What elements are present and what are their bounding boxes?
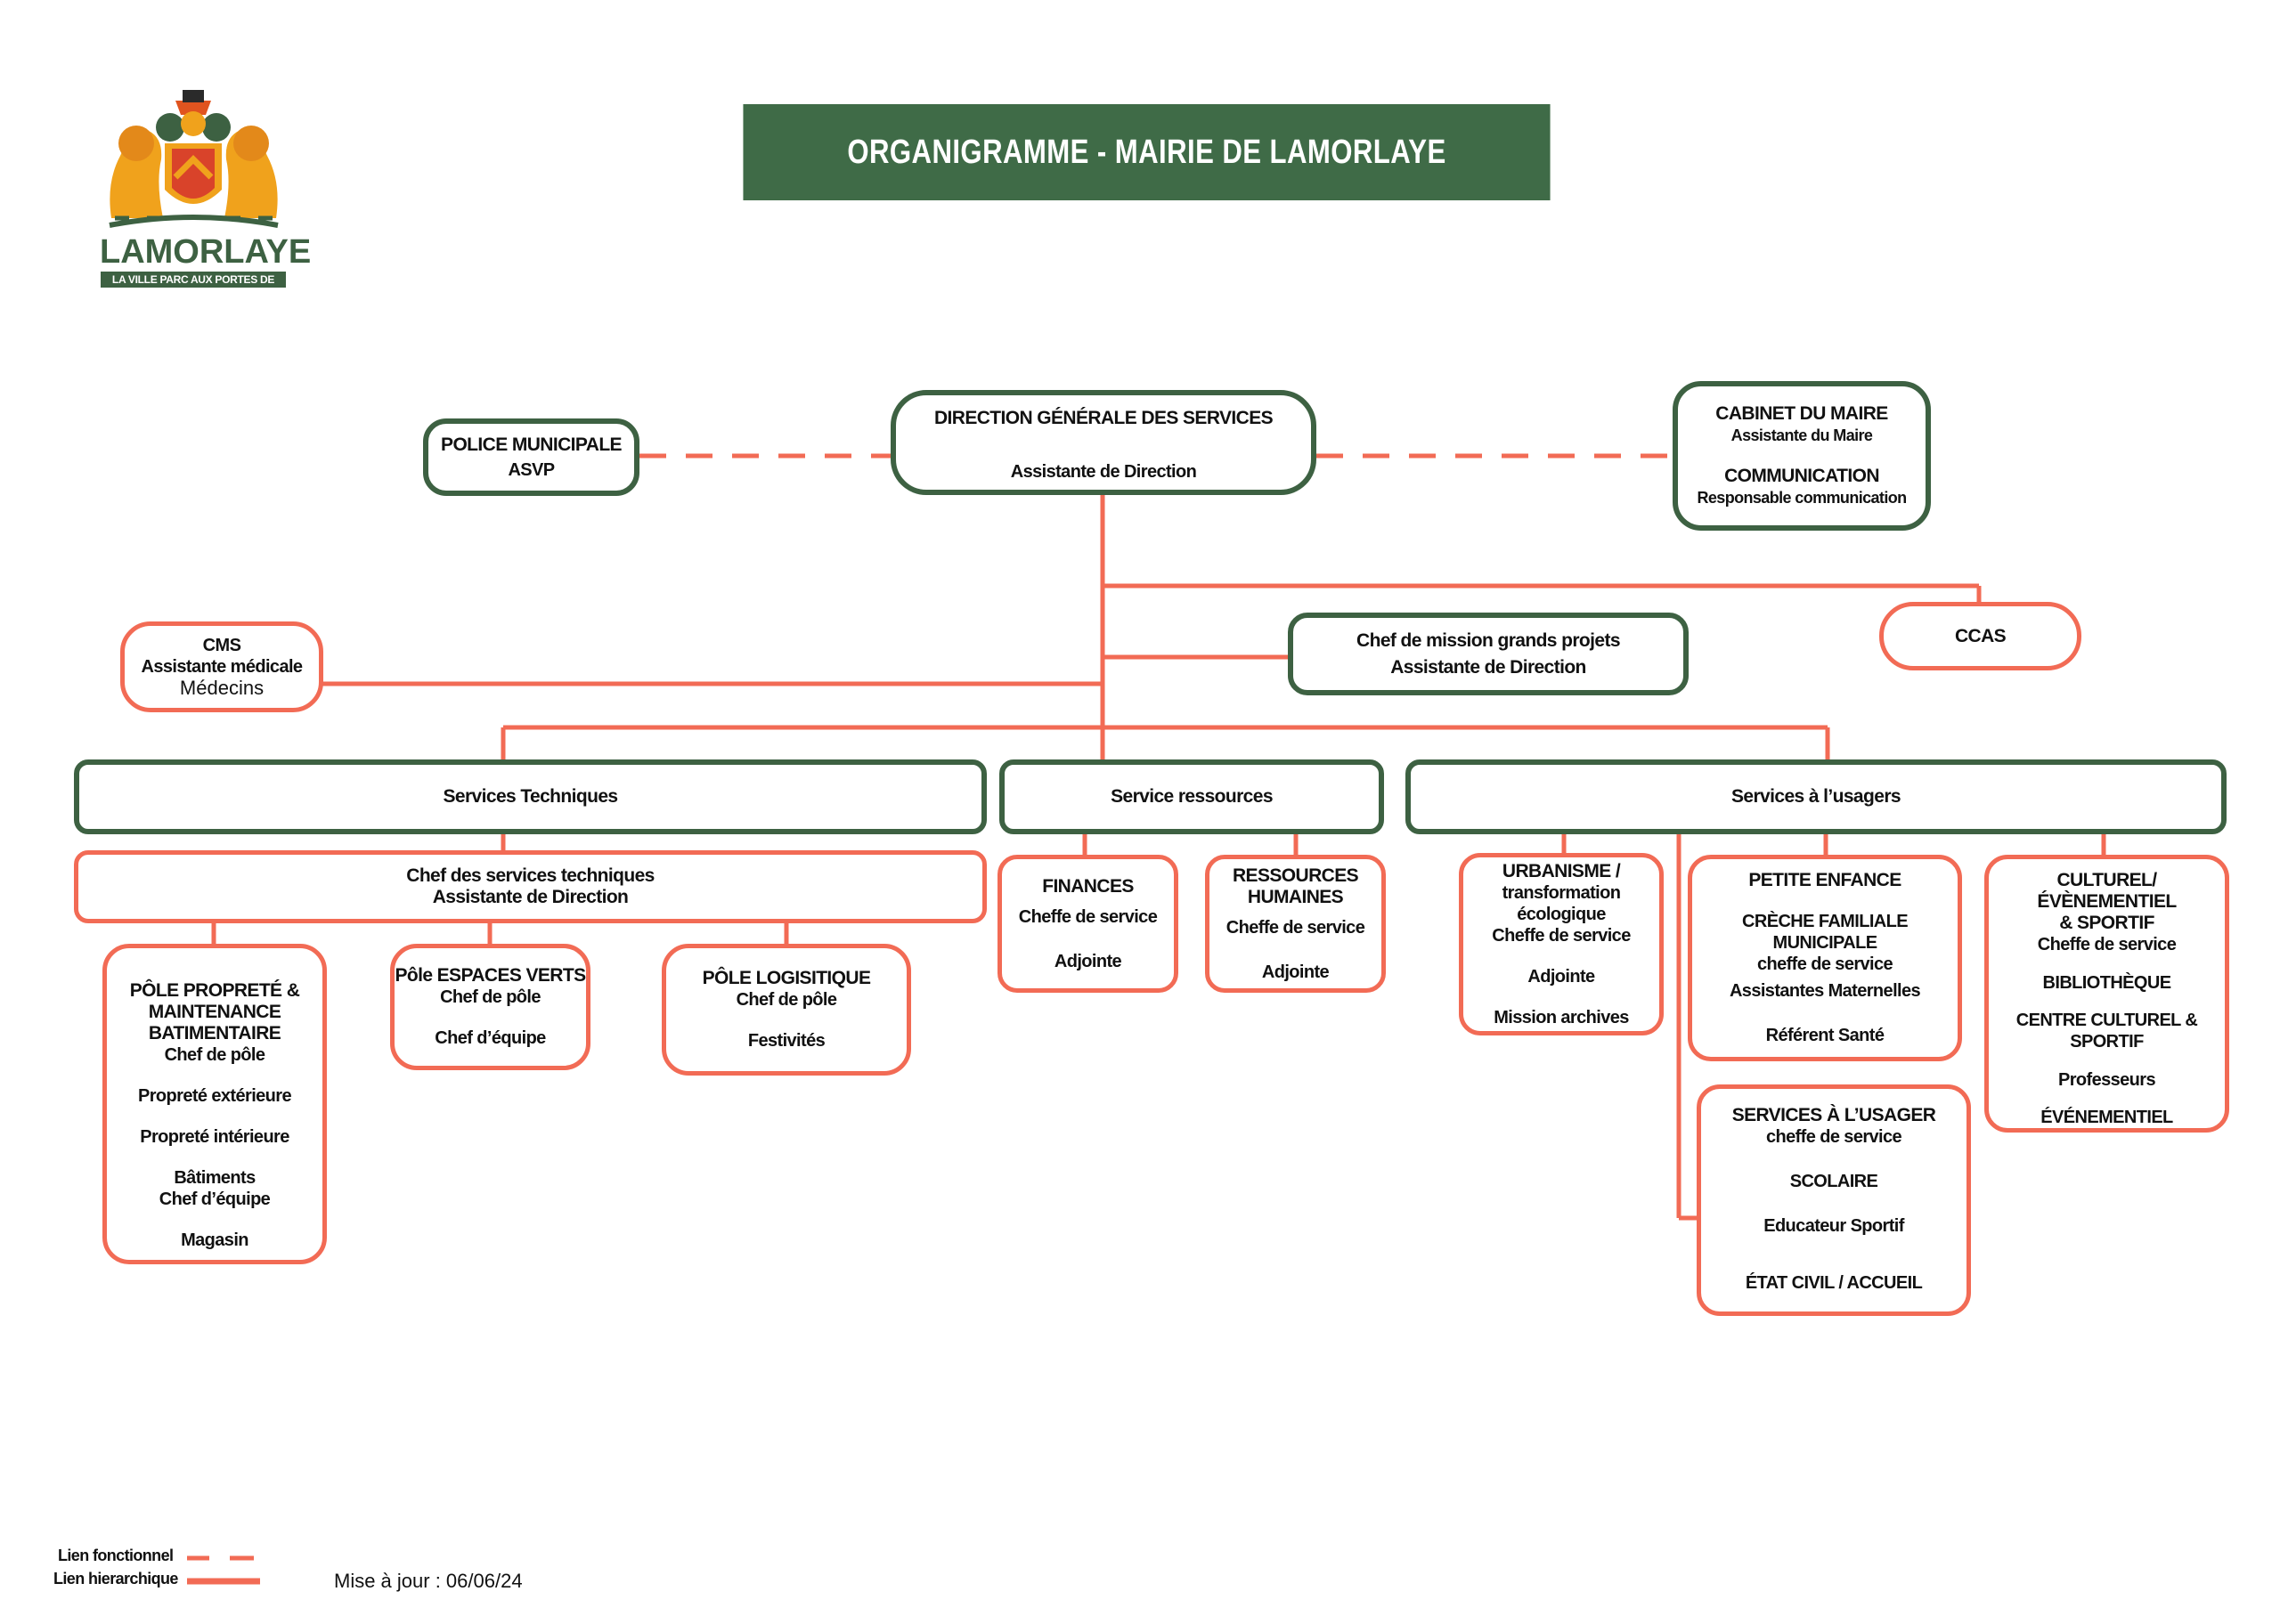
- node-line: BIBLIOTHÈQUE: [2042, 972, 2172, 993]
- node-line: Assistante de Direction: [1010, 462, 1197, 482]
- node-petite-enfance: PETITE ENFANCE CRÈCHE FAMILIALE MUNICIPA…: [1688, 855, 1962, 1061]
- node-line: Chef de pôle: [440, 987, 541, 1007]
- node-cms: CMS Assistante médicale Médecins: [120, 621, 323, 712]
- node-line: Professeurs: [2057, 1069, 2156, 1090]
- node-line: Propreté extérieure: [137, 1086, 292, 1106]
- node-title-2: COMMUNICATION: [1724, 466, 1879, 486]
- node-title: PETITE ENFANCE: [1748, 870, 1901, 890]
- node-title: FINANCES: [1042, 875, 1134, 897]
- node-pole-proprete: PÔLE PROPRETÉ & MAINTENANCE BATIMENTAIRE…: [102, 944, 327, 1264]
- node-ressources-humaines: RESSOURCES HUMAINES Cheffe de service Ad…: [1205, 855, 1386, 993]
- node-title: POLICE MUNICIPALE: [441, 434, 623, 455]
- node-service-ressources: Service ressources: [999, 759, 1384, 834]
- node-line: cheffe de service: [1765, 1127, 1902, 1147]
- node-line: Cheffe de service: [1018, 906, 1158, 927]
- logo-subtitle: LA VILLE PARC AUX PORTES DE PARIS: [101, 272, 286, 302]
- node-direction-generale: DIRECTION GÉNÉRALE DES SERVICES Assistan…: [891, 390, 1316, 495]
- node-line: CENTRE CULTUREL & SPORTIF: [2015, 1011, 2198, 1052]
- node-line: Chef de mission grands projets: [1356, 629, 1621, 651]
- node-line: Bâtiments: [174, 1168, 256, 1188]
- logo: [94, 85, 294, 294]
- legend-functional-label: Lien fonctionnel: [58, 1547, 174, 1564]
- node-line: Propreté intérieure: [140, 1127, 289, 1147]
- node-title: RESSOURCES HUMAINES: [1232, 865, 1359, 907]
- node-line: Cheffe de service: [1492, 925, 1631, 946]
- node-title-2: & SPORTIF: [2059, 913, 2154, 933]
- legend-hierarchical-label: Lien hierarchique: [53, 1570, 178, 1587]
- node-line: Chef de pôle: [736, 990, 837, 1010]
- node-line: Chef d’équipe: [159, 1190, 271, 1209]
- node-line: ÉTAT CIVIL / ACCUEIL: [1745, 1273, 1923, 1293]
- node-line: Assistantes Maternelles: [1729, 981, 1921, 1001]
- node-line: cheffe de service: [1756, 954, 1893, 974]
- node-police-municipale: POLICE MUNICIPALE ASVP: [423, 418, 639, 496]
- node-line: Educateur Sportif: [1763, 1216, 1904, 1236]
- node-services-a-l-usager: SERVICES À L’USAGER cheffe de service SC…: [1697, 1084, 1971, 1316]
- node-services-techniques: Services Techniques: [74, 759, 987, 834]
- node-pole-logistique: PÔLE LOGISITIQUE Chef de pôle Festivités: [662, 944, 911, 1076]
- node-cabinet-du-maire: CABINET DU MAIRE Assistante du Maire COM…: [1673, 381, 1931, 531]
- node-urbanisme: URBANISME / transformation écologique Ch…: [1459, 853, 1664, 1035]
- node-line: Médecins: [179, 677, 265, 699]
- node-title: Pôle ESPACES VERTS: [395, 965, 586, 986]
- node-title: PÔLE PROPRETÉ &: [129, 980, 300, 1001]
- node-line: Référent Santé: [1765, 1026, 1885, 1045]
- node-finances: FINANCES Cheffe de service Adjointe: [998, 855, 1178, 993]
- node-chef-de-mission: Chef de mission grands projets Assistant…: [1288, 613, 1689, 695]
- node-line: Adjointe: [1527, 966, 1595, 987]
- node-title: Services à l’usagers: [1731, 786, 1901, 807]
- node-line: transformation écologique: [1502, 882, 1621, 924]
- node-line: Chef des services techniques: [406, 865, 655, 886]
- node-line: Adjointe: [1054, 951, 1122, 971]
- node-line: Assistante médicale: [141, 657, 304, 677]
- node-title: CCAS: [1954, 625, 2007, 646]
- node-title: PÔLE LOGISITIQUE: [702, 968, 871, 988]
- node-title: CABINET DU MAIRE: [1715, 403, 1888, 424]
- node-title: DIRECTION GÉNÉRALE DES SERVICES: [933, 408, 1274, 428]
- node-services-usagers: Services à l’usagers: [1405, 759, 2227, 834]
- node-title: URBANISME /: [1502, 860, 1621, 881]
- node-line: Chef de pôle: [164, 1045, 265, 1065]
- node-title: Services Techniques: [443, 786, 619, 807]
- node-line: Mission archives: [1494, 1007, 1629, 1027]
- node-line: Cheffe de service: [1226, 917, 1365, 938]
- node-title: CULTUREL/ÉVÈNEMENTIEL: [2037, 870, 2177, 912]
- node-line: Chef d’équipe: [435, 1028, 546, 1048]
- coat-of-arms-icon: [109, 90, 279, 228]
- node-title: SERVICES À L’USAGER: [1731, 1105, 1936, 1125]
- update-date: Mise à jour : 06/06/24: [334, 1570, 523, 1592]
- node-line: SCOLAIRE: [1789, 1172, 1878, 1191]
- node-line: Adjointe: [1261, 962, 1330, 982]
- node-line: Assistante du Maire: [1730, 426, 1873, 444]
- node-pole-espaces-verts: Pôle ESPACES VERTS Chef de pôle Chef d’é…: [390, 944, 590, 1070]
- node-line: Assistante de Direction: [432, 887, 629, 907]
- node-culturel-evenementiel: CULTUREL/ÉVÈNEMENTIEL & SPORTIF Cheffe d…: [1984, 855, 2229, 1133]
- node-line: Cheffe de service: [2037, 935, 2177, 954]
- node-title-2: MAINTENANCE BATIMENTAIRE: [148, 1002, 281, 1043]
- node-title: CMS: [202, 636, 241, 655]
- node-line: Magasin: [181, 1230, 248, 1250]
- page-title: ORGANIGRAMME - MAIRIE DE LAMORLAYE: [743, 104, 1551, 200]
- node-line: ASVP: [508, 459, 555, 480]
- node-line: ÉVÉNEMENTIEL: [2040, 1108, 2173, 1127]
- node-title: Service ressources: [1111, 786, 1273, 807]
- node-ccas: CCAS: [1879, 602, 2081, 670]
- logo-text: LAMORLAYE: [100, 233, 312, 271]
- node-line: Assistante de Direction: [1390, 656, 1586, 678]
- node-line: Festivités: [747, 1031, 826, 1051]
- node-chef-services-techniques: Chef des services techniques Assistante …: [74, 850, 987, 923]
- node-line-2: Responsable communication: [1697, 489, 1907, 507]
- node-line: CRÈCHE FAMILIALE MUNICIPALE: [1742, 912, 1909, 953]
